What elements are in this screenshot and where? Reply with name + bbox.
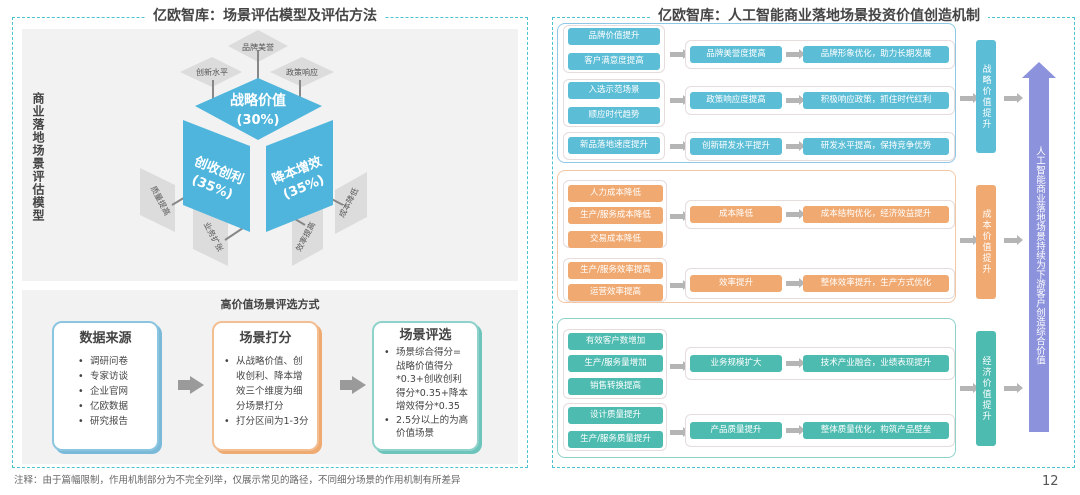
input-pill: 交易成本降低	[568, 231, 663, 248]
card-scoring: 场景打分 从战略价值、创收创利、降本增效三个维度为细分场景打分 打分区间为1-3…	[212, 321, 319, 451]
outcome-pill: 整体效率提升，生产方式优化	[803, 275, 949, 292]
input-pill: 销售转换提高	[568, 378, 663, 395]
outcome-pill: 研发水平提高，保持竞争优势	[803, 138, 949, 155]
card-item: 调研问卷	[76, 354, 149, 369]
card-item: 企业官网	[76, 384, 149, 399]
cube-top-face	[195, 78, 322, 140]
arrow-icon	[670, 280, 689, 290]
card-title: 场景打分	[239, 331, 292, 346]
input-pill: 入选示范场景	[568, 82, 660, 99]
mid-pill: 成本降低	[690, 206, 782, 223]
factor-tile-left-outer	[140, 168, 175, 232]
arrow-icon	[960, 383, 979, 393]
input-pill: 有效客户数增加	[568, 333, 663, 350]
input-pill: 生产/服务效率提高	[568, 262, 663, 279]
mid-pill: 业务规模扩大	[690, 355, 782, 372]
card-data-source: 数据来源 调研问卷 专家访谈 企业官网 亿欧数据 研究报告	[52, 321, 159, 451]
outcome-pill: 成本结构优化，经济效益提升	[803, 206, 949, 223]
arrow-icon	[670, 361, 689, 371]
arrow-icon	[340, 376, 366, 394]
mid-pill: 品牌美誉度提高	[690, 46, 782, 63]
side-label-cost: 成本价值提升	[976, 185, 996, 299]
arrow-icon	[1004, 235, 1023, 245]
right-panel-title: 亿欧智库：人工智能商业落地场景投资价值创造机制	[650, 5, 988, 25]
arrow-icon	[786, 49, 805, 59]
group-economic	[557, 318, 956, 458]
final-arrow-head	[1022, 62, 1056, 78]
mid-pill: 创新研发水平提升	[690, 138, 782, 155]
side-label-economic: 经济价值提升	[976, 331, 996, 446]
cube-left-face	[183, 120, 250, 232]
input-pill: 生产/服务质量提升	[568, 431, 663, 448]
factor-tiles	[140, 30, 367, 266]
group-cost	[557, 170, 956, 303]
input-pill: 客户满意度提高	[568, 53, 660, 70]
input-pill: 人力成本降低	[568, 185, 663, 202]
arrow-icon	[670, 49, 689, 59]
factor-tile-top-left	[180, 57, 242, 87]
arrow-icon	[670, 427, 689, 437]
arrow-icon	[786, 209, 805, 219]
outcome-pill: 技术产业融合，业绩表现提升	[803, 355, 949, 372]
footnote: 注释：由于篇幅限制，作用机制部分为不完全列举，仅展示常见的路径，不同细分场景的作…	[14, 475, 461, 486]
card-item: 专家访谈	[76, 369, 149, 384]
factor-top-right: 政策响应	[286, 67, 318, 77]
input-pill: 新品落地速度提升	[568, 137, 660, 154]
side-label-strategic: 战略价值提升	[976, 40, 996, 153]
factor-top-left: 创新水平	[196, 67, 228, 77]
card-item: 研究报告	[76, 414, 149, 429]
card-item: 2.5分以上的为高价值场景	[382, 414, 469, 441]
final-value-arrow: 人工智能商业落地场景持续为下游客户创造综合价值	[1029, 78, 1049, 432]
factor-top-center: 品牌美誉	[242, 42, 274, 52]
arrow-icon	[960, 93, 979, 103]
cube-top-name: 战略价值	[230, 92, 286, 109]
factor-tile-left-inner	[193, 205, 228, 266]
method-title: 高价值场景评选方式	[220, 298, 320, 311]
input-pill: 顺应时代趋势	[568, 107, 660, 124]
outcome-pill: 整体质量优化，构筑产品壁垒	[803, 422, 949, 439]
arrow-icon	[670, 211, 689, 221]
factor-tile-top-right	[270, 57, 334, 87]
arrow-icon	[670, 95, 689, 105]
input-pill: 运营效率提高	[568, 284, 663, 301]
arrow-icon	[786, 278, 805, 288]
cube-top-pct: (30%)	[237, 113, 280, 128]
cube-right-face	[266, 120, 333, 232]
card-title: 场景评选	[399, 328, 452, 343]
factor-tile-right-outer	[335, 172, 367, 234]
arrow-icon	[786, 95, 805, 105]
mid-pill: 政策响应度提高	[690, 92, 782, 109]
page-number: 12	[1042, 474, 1059, 489]
group-strategic	[557, 23, 956, 163]
left-panel-title: 亿欧智库：场景评估模型及评估方法	[145, 5, 385, 25]
model-label: 商业落地场景评估模型	[31, 92, 45, 222]
arrow-icon	[178, 376, 204, 394]
arrow-icon	[786, 141, 805, 151]
arrow-icon	[786, 425, 805, 435]
outcome-pill: 积极响应政策，抓住时代红利	[803, 92, 949, 109]
arrow-icon	[670, 141, 689, 151]
factor-tile-right-inner	[292, 205, 323, 266]
arrow-icon	[786, 358, 805, 368]
input-pill: 生产/服务成本降低	[568, 207, 663, 224]
card-selection: 场景评选 场景综合得分=战略价值得分*0.3+创收创利得分*0.35+降本增效得…	[372, 321, 479, 451]
outcome-pill: 品牌形象优化，助力长期发展	[803, 46, 949, 63]
card-item: 从战略价值、创收创利、降本增效三个维度为细分场景打分	[222, 354, 309, 414]
evaluation-cube: 战略价值 (30%) 创收创利(35%) 降本增效(35%) 品牌美誉 创新水平…	[140, 30, 367, 266]
card-item: 打分区间为1-3分	[222, 414, 309, 429]
input-pill: 品牌价值提升	[568, 28, 660, 45]
arrow-icon	[1004, 383, 1023, 393]
mid-pill: 产品质量提升	[690, 422, 782, 439]
arrow-icon	[1004, 93, 1023, 103]
arrow-icon	[960, 235, 979, 245]
card-item: 场景综合得分=战略价值得分*0.3+创收创利得分*0.35+降本增效得分*0.3…	[382, 346, 469, 414]
card-title: 数据来源	[79, 331, 132, 346]
input-pill: 设计质量提升	[568, 407, 663, 424]
mid-pill: 效率提升	[690, 275, 782, 292]
factor-tile-top-center	[228, 30, 288, 62]
input-pill: 生产/服务量增加	[568, 355, 663, 372]
card-item: 亿欧数据	[76, 399, 149, 414]
